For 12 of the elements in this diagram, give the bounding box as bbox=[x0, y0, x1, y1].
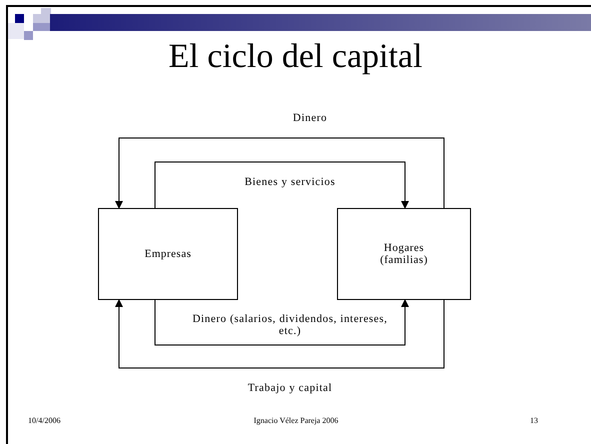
node-label: Empresas bbox=[144, 248, 192, 260]
flow-arrow bbox=[115, 138, 444, 209]
flow-arrow bbox=[154, 299, 409, 346]
node-label: Hogares (familias) bbox=[379, 242, 429, 266]
author-credit: Ignacio Vélez Pareja 2006 bbox=[252, 416, 340, 425]
date: 10/4/2006 bbox=[28, 416, 60, 425]
entity-box bbox=[98, 208, 238, 300]
page-number: 13 bbox=[530, 416, 538, 425]
flow-arrow bbox=[115, 299, 444, 368]
flow-arrow bbox=[154, 162, 409, 209]
slide-title: El ciclo del capital bbox=[168, 38, 424, 76]
entity-box bbox=[337, 208, 471, 300]
